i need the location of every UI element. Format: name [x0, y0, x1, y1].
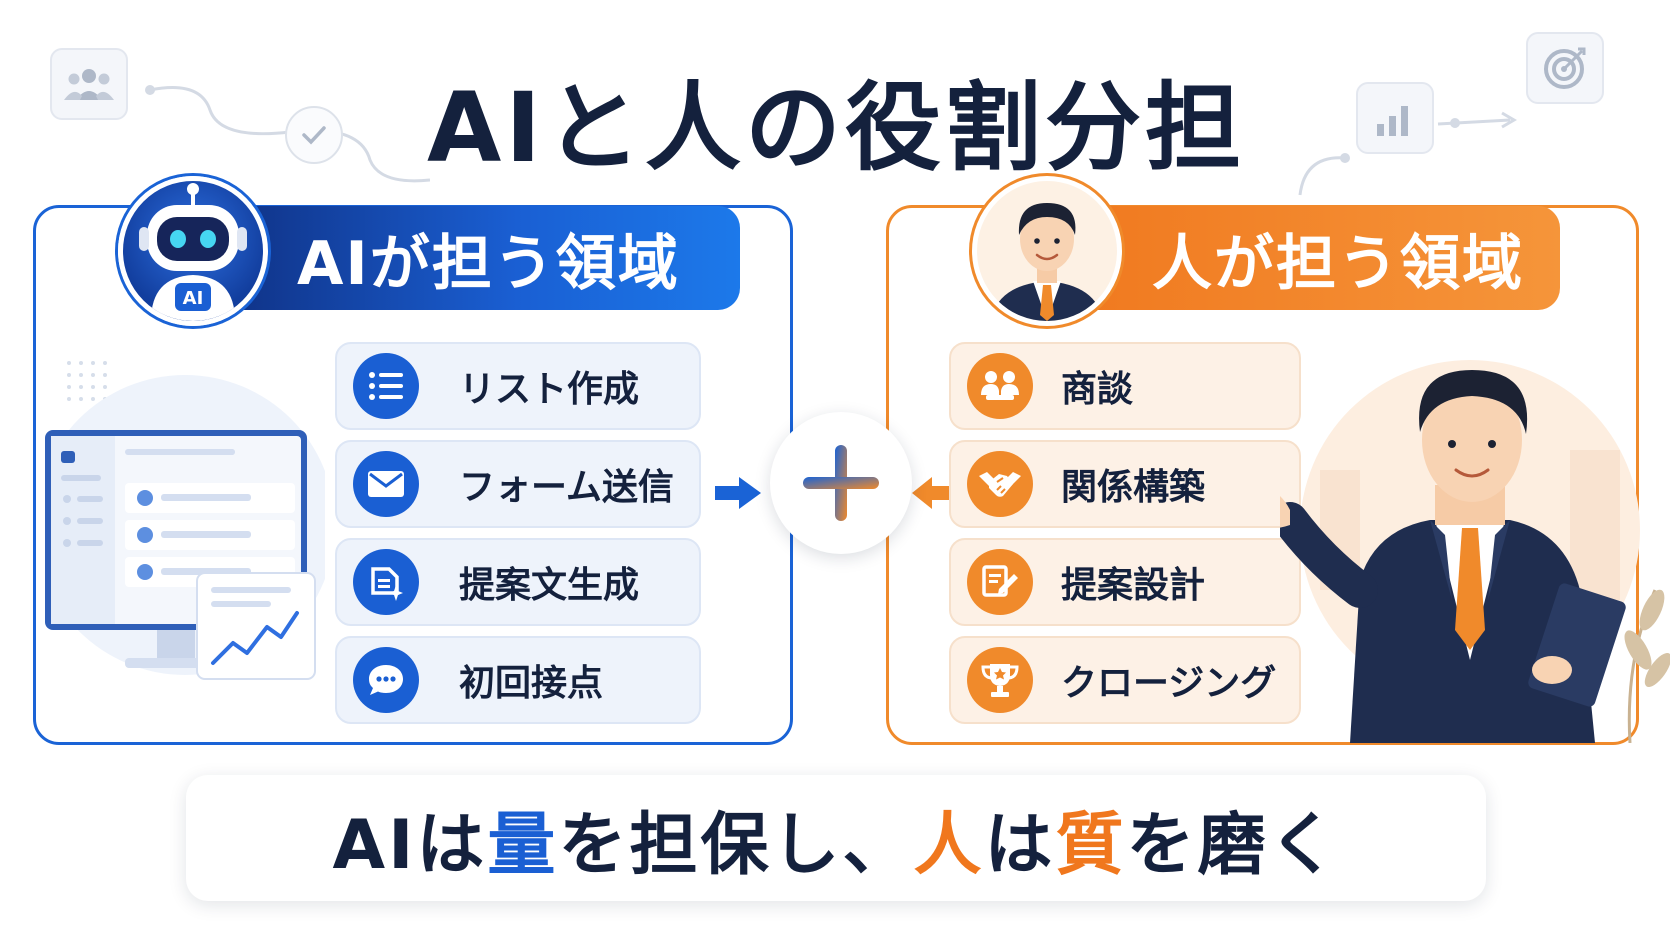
- message-part-quality: 質: [1055, 805, 1127, 885]
- summary-message: AIは 量 を担保し、 人 は 質 を磨く: [186, 775, 1486, 901]
- ai-item-form-submission: フォーム送信: [335, 440, 701, 528]
- message-part-particle: は: [984, 805, 1056, 885]
- robot-avatar: AI: [118, 176, 268, 326]
- human-section-heading: 人が担う領域: [1040, 206, 1560, 310]
- businessman-illustration: [1280, 360, 1670, 743]
- human-item-label: クロージング: [1061, 663, 1277, 704]
- ai-item-label: 提案文生成: [459, 565, 640, 606]
- bar-chart-deco-icon: [1356, 82, 1434, 154]
- ai-item-label: フォーム送信: [459, 467, 674, 508]
- ai-item-first-contact: 初回接点: [335, 636, 701, 724]
- message-part-polish: を磨く: [1126, 805, 1340, 885]
- list-icon: [353, 353, 419, 419]
- document-sparkle-icon: [353, 549, 419, 615]
- arrow-right-icon: [715, 477, 761, 509]
- flow-line-right: [1298, 111, 1517, 196]
- human-item-relationship: 関係構築: [949, 440, 1301, 528]
- message-part-ai: AIは: [332, 805, 488, 885]
- target-deco-icon: [1526, 32, 1604, 104]
- ai-item-proposal-generation: 提案文生成: [335, 538, 701, 626]
- check-deco-icon: [285, 106, 343, 164]
- page-title: AIと人の役割分担: [426, 72, 1245, 184]
- human-item-proposal-design: 提案設計: [949, 538, 1301, 626]
- arrow-left-icon: [912, 477, 954, 509]
- human-item-label: 商談: [1061, 369, 1134, 410]
- human-item-closing: クロージング: [949, 636, 1301, 724]
- monitor-illustration: [35, 375, 335, 715]
- human-item-label: 提案設計: [1061, 565, 1206, 606]
- human-item-label: 関係構築: [1061, 467, 1206, 508]
- ai-section-heading: AIが担う領域: [182, 206, 740, 310]
- plus-combine-icon: [770, 412, 912, 554]
- meeting-icon: [967, 353, 1033, 419]
- ai-item-label: 初回接点: [459, 663, 604, 704]
- person-avatar: [972, 176, 1122, 326]
- trophy-icon: [967, 647, 1033, 713]
- team-deco-icon: [50, 48, 128, 120]
- ai-item-label: リスト作成: [459, 369, 640, 410]
- ai-item-list-creation: リスト作成: [335, 342, 701, 430]
- dot-grid-deco: [67, 361, 107, 401]
- message-part-human: 人: [913, 805, 985, 885]
- handshake-icon: [967, 451, 1033, 517]
- message-part-quantity: 量: [487, 805, 559, 885]
- mail-icon: [353, 451, 419, 517]
- chat-bubble-icon: [353, 647, 419, 713]
- message-part-ensure: を担保し、: [558, 805, 914, 885]
- robot-badge-label: AI: [183, 288, 204, 309]
- human-item-negotiation: 商談: [949, 342, 1301, 430]
- edit-document-icon: [967, 549, 1033, 615]
